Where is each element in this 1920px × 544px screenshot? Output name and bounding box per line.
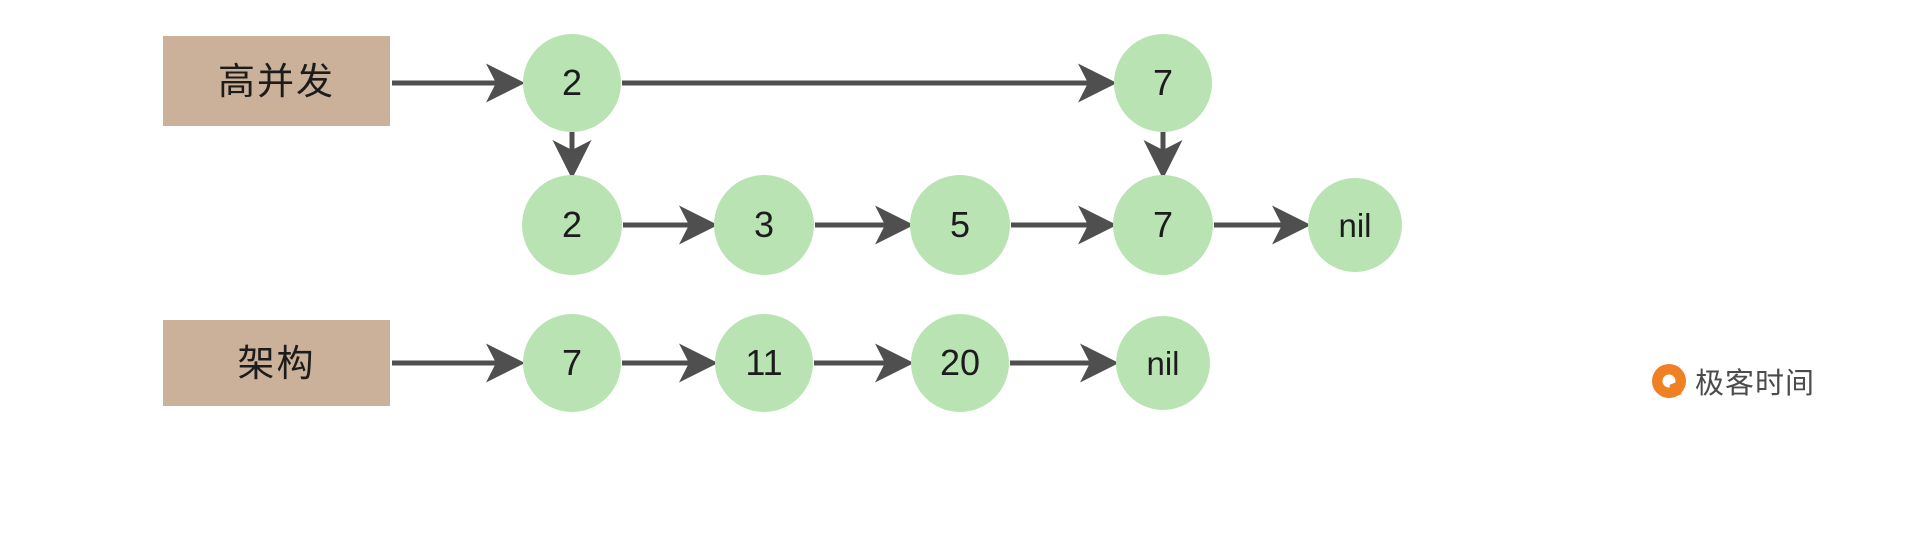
- node-mid-2: 2: [522, 175, 622, 275]
- node-value: nil: [1146, 344, 1180, 382]
- brand-watermark: 极客时间: [1652, 360, 1815, 402]
- node-mid-7: 7: [1113, 175, 1213, 275]
- geektime-logo-icon: [1652, 364, 1686, 398]
- node-value: 7: [561, 342, 583, 383]
- label-box-high-concurrency: 高并发: [163, 36, 390, 126]
- node-mid-5: 5: [910, 175, 1010, 275]
- node-mid-3: 3: [714, 175, 814, 275]
- node-mid-nil: nil: [1308, 178, 1402, 272]
- node-value: 5: [949, 204, 971, 245]
- label-text-high-concurrency: 高并发: [218, 60, 335, 102]
- node-value: nil: [1338, 206, 1372, 244]
- node-bot-nil: nil: [1116, 316, 1210, 410]
- node-value: 7: [1152, 62, 1174, 103]
- node-top-7: 7: [1114, 34, 1212, 132]
- node-value: 11: [745, 342, 783, 383]
- node-top-2: 2: [523, 34, 621, 132]
- node-bot-20: 20: [911, 314, 1009, 412]
- label-box-architecture: 架构: [163, 320, 390, 406]
- node-value: 20: [939, 342, 981, 383]
- node-value: 2: [561, 62, 583, 103]
- node-value: 7: [1152, 204, 1174, 245]
- brand-name: 极客时间: [1695, 368, 1816, 400]
- node-value: 3: [753, 204, 775, 245]
- node-bot-7: 7: [523, 314, 621, 412]
- label-text-architecture: 架构: [237, 342, 316, 384]
- node-value: 2: [561, 204, 583, 245]
- node-bot-11: 11: [715, 314, 813, 412]
